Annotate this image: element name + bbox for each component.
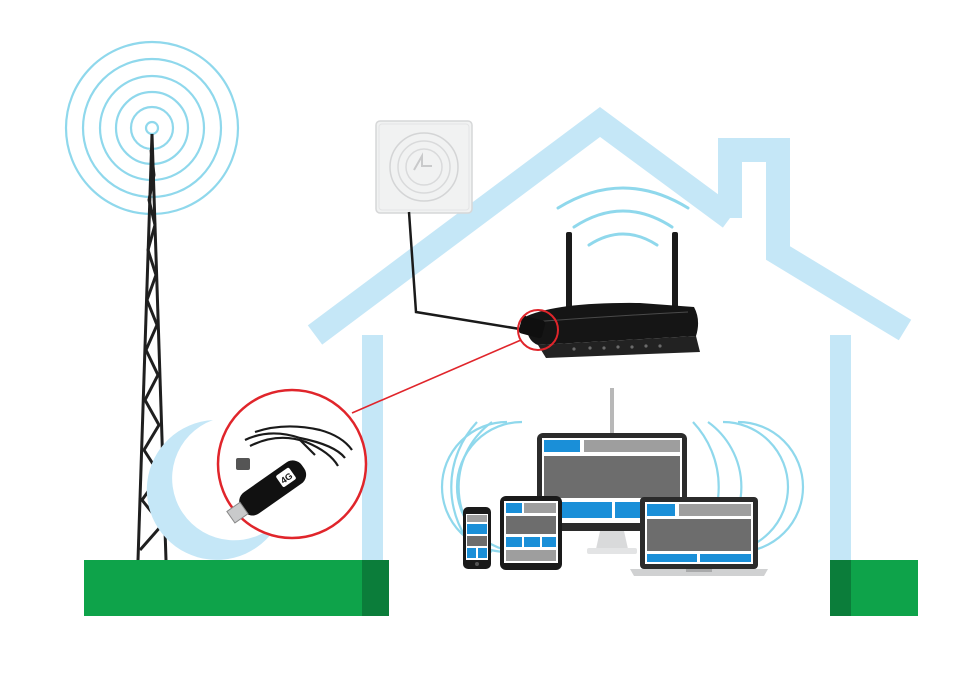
callout-backdrop [146, 420, 280, 560]
router-wifi-waves [556, 186, 690, 247]
modem-port-highlight [517, 309, 559, 351]
usb-4g-modem-icon: 4G [216, 388, 368, 540]
house-outline [307, 107, 912, 560]
panel-antenna-icon [375, 120, 473, 214]
ground [84, 560, 918, 616]
smartphone-icon [463, 507, 491, 569]
wifi-router-icon [518, 232, 700, 358]
antenna-cable [407, 211, 527, 332]
tablet-icon [500, 496, 562, 570]
highlight-connector-line [351, 339, 522, 414]
laptop-icon [630, 497, 768, 576]
